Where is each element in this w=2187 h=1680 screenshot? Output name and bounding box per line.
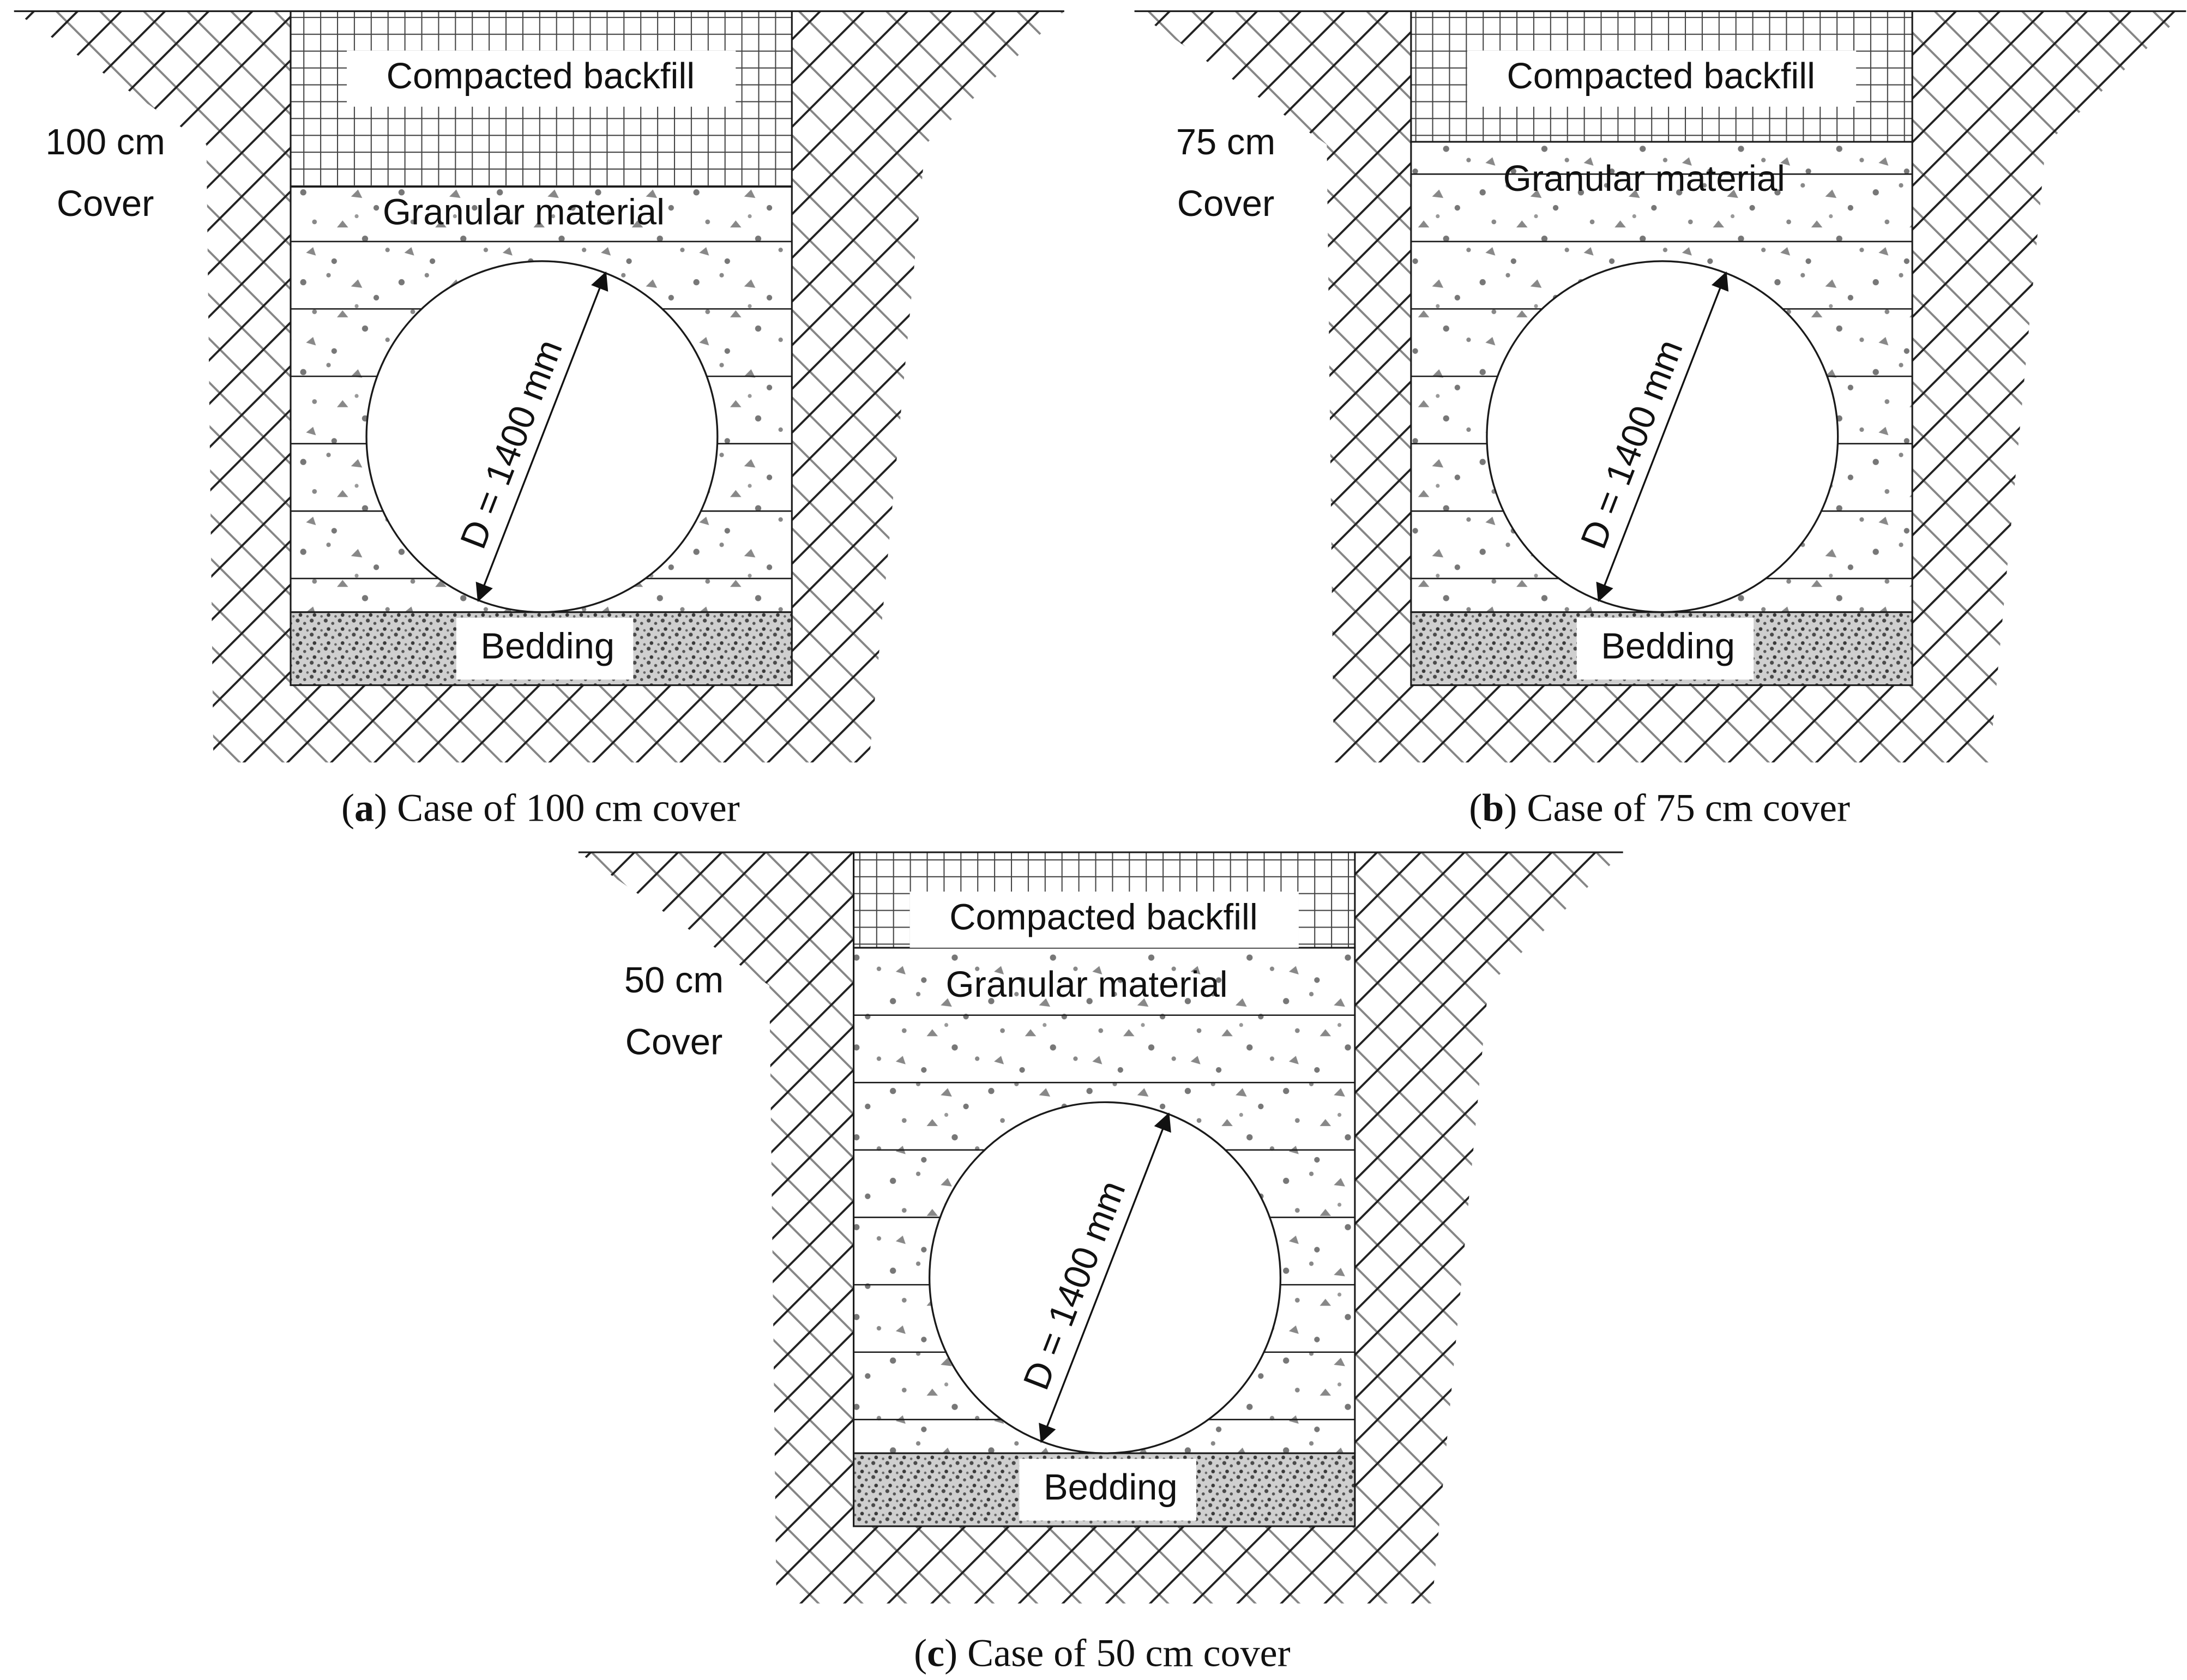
- caption-open-paren: (: [1469, 786, 1482, 829]
- bedding-label-box: [1019, 1459, 1196, 1521]
- panel-caption: (c) Case of 50 cm cover: [914, 1631, 1291, 1675]
- bedding-label: Bedding: [480, 625, 614, 666]
- caption-letter: c: [927, 1631, 944, 1675]
- diameter-dimension-arrow: [1039, 1112, 1171, 1443]
- cover-depth-value: 75 cm: [1176, 122, 1275, 162]
- caption-open-paren: (: [341, 786, 354, 829]
- cover-depth-value: 50 cm: [624, 960, 724, 1001]
- cover-label: Cover: [625, 1021, 723, 1062]
- caption-letter: a: [354, 786, 374, 829]
- granular-label: Granular material: [1503, 158, 1785, 199]
- bedding-label-box: [1576, 618, 1754, 680]
- panel-caption: (b) Case of 75 cm cover: [1469, 786, 1850, 829]
- backfill-label-box: [1467, 50, 1857, 107]
- bedding-label: Bedding: [1601, 625, 1735, 666]
- bedding-label: Bedding: [1044, 1467, 1178, 1508]
- backfill-label: Compacted backfill: [949, 896, 1258, 937]
- caption-text: ) Case of 100 cm cover: [374, 786, 740, 829]
- diameter-dimension-arrow: [475, 271, 608, 602]
- granular-label: Granular material: [383, 192, 665, 233]
- backfill-label-box: [347, 50, 736, 107]
- cover-depth-value: 100 cm: [45, 122, 165, 162]
- bedding-label-box: [456, 618, 634, 680]
- caption-open-paren: (: [914, 1631, 927, 1675]
- caption-text: ) Case of 75 cm cover: [1504, 786, 1850, 829]
- cover-label: Cover: [1177, 183, 1275, 224]
- caption-letter: b: [1482, 786, 1504, 829]
- cover-label: Cover: [57, 183, 154, 224]
- panel-caption: (a) Case of 100 cm cover: [341, 786, 740, 829]
- backfill-label: Compacted backfill: [1507, 56, 1815, 97]
- diameter-dimension-arrow: [1596, 271, 1729, 602]
- caption-text: ) Case of 50 cm cover: [944, 1631, 1291, 1675]
- backfill-label: Compacted backfill: [387, 56, 695, 97]
- granular-label: Granular material: [945, 964, 1227, 1005]
- backfill-label-box: [909, 892, 1299, 948]
